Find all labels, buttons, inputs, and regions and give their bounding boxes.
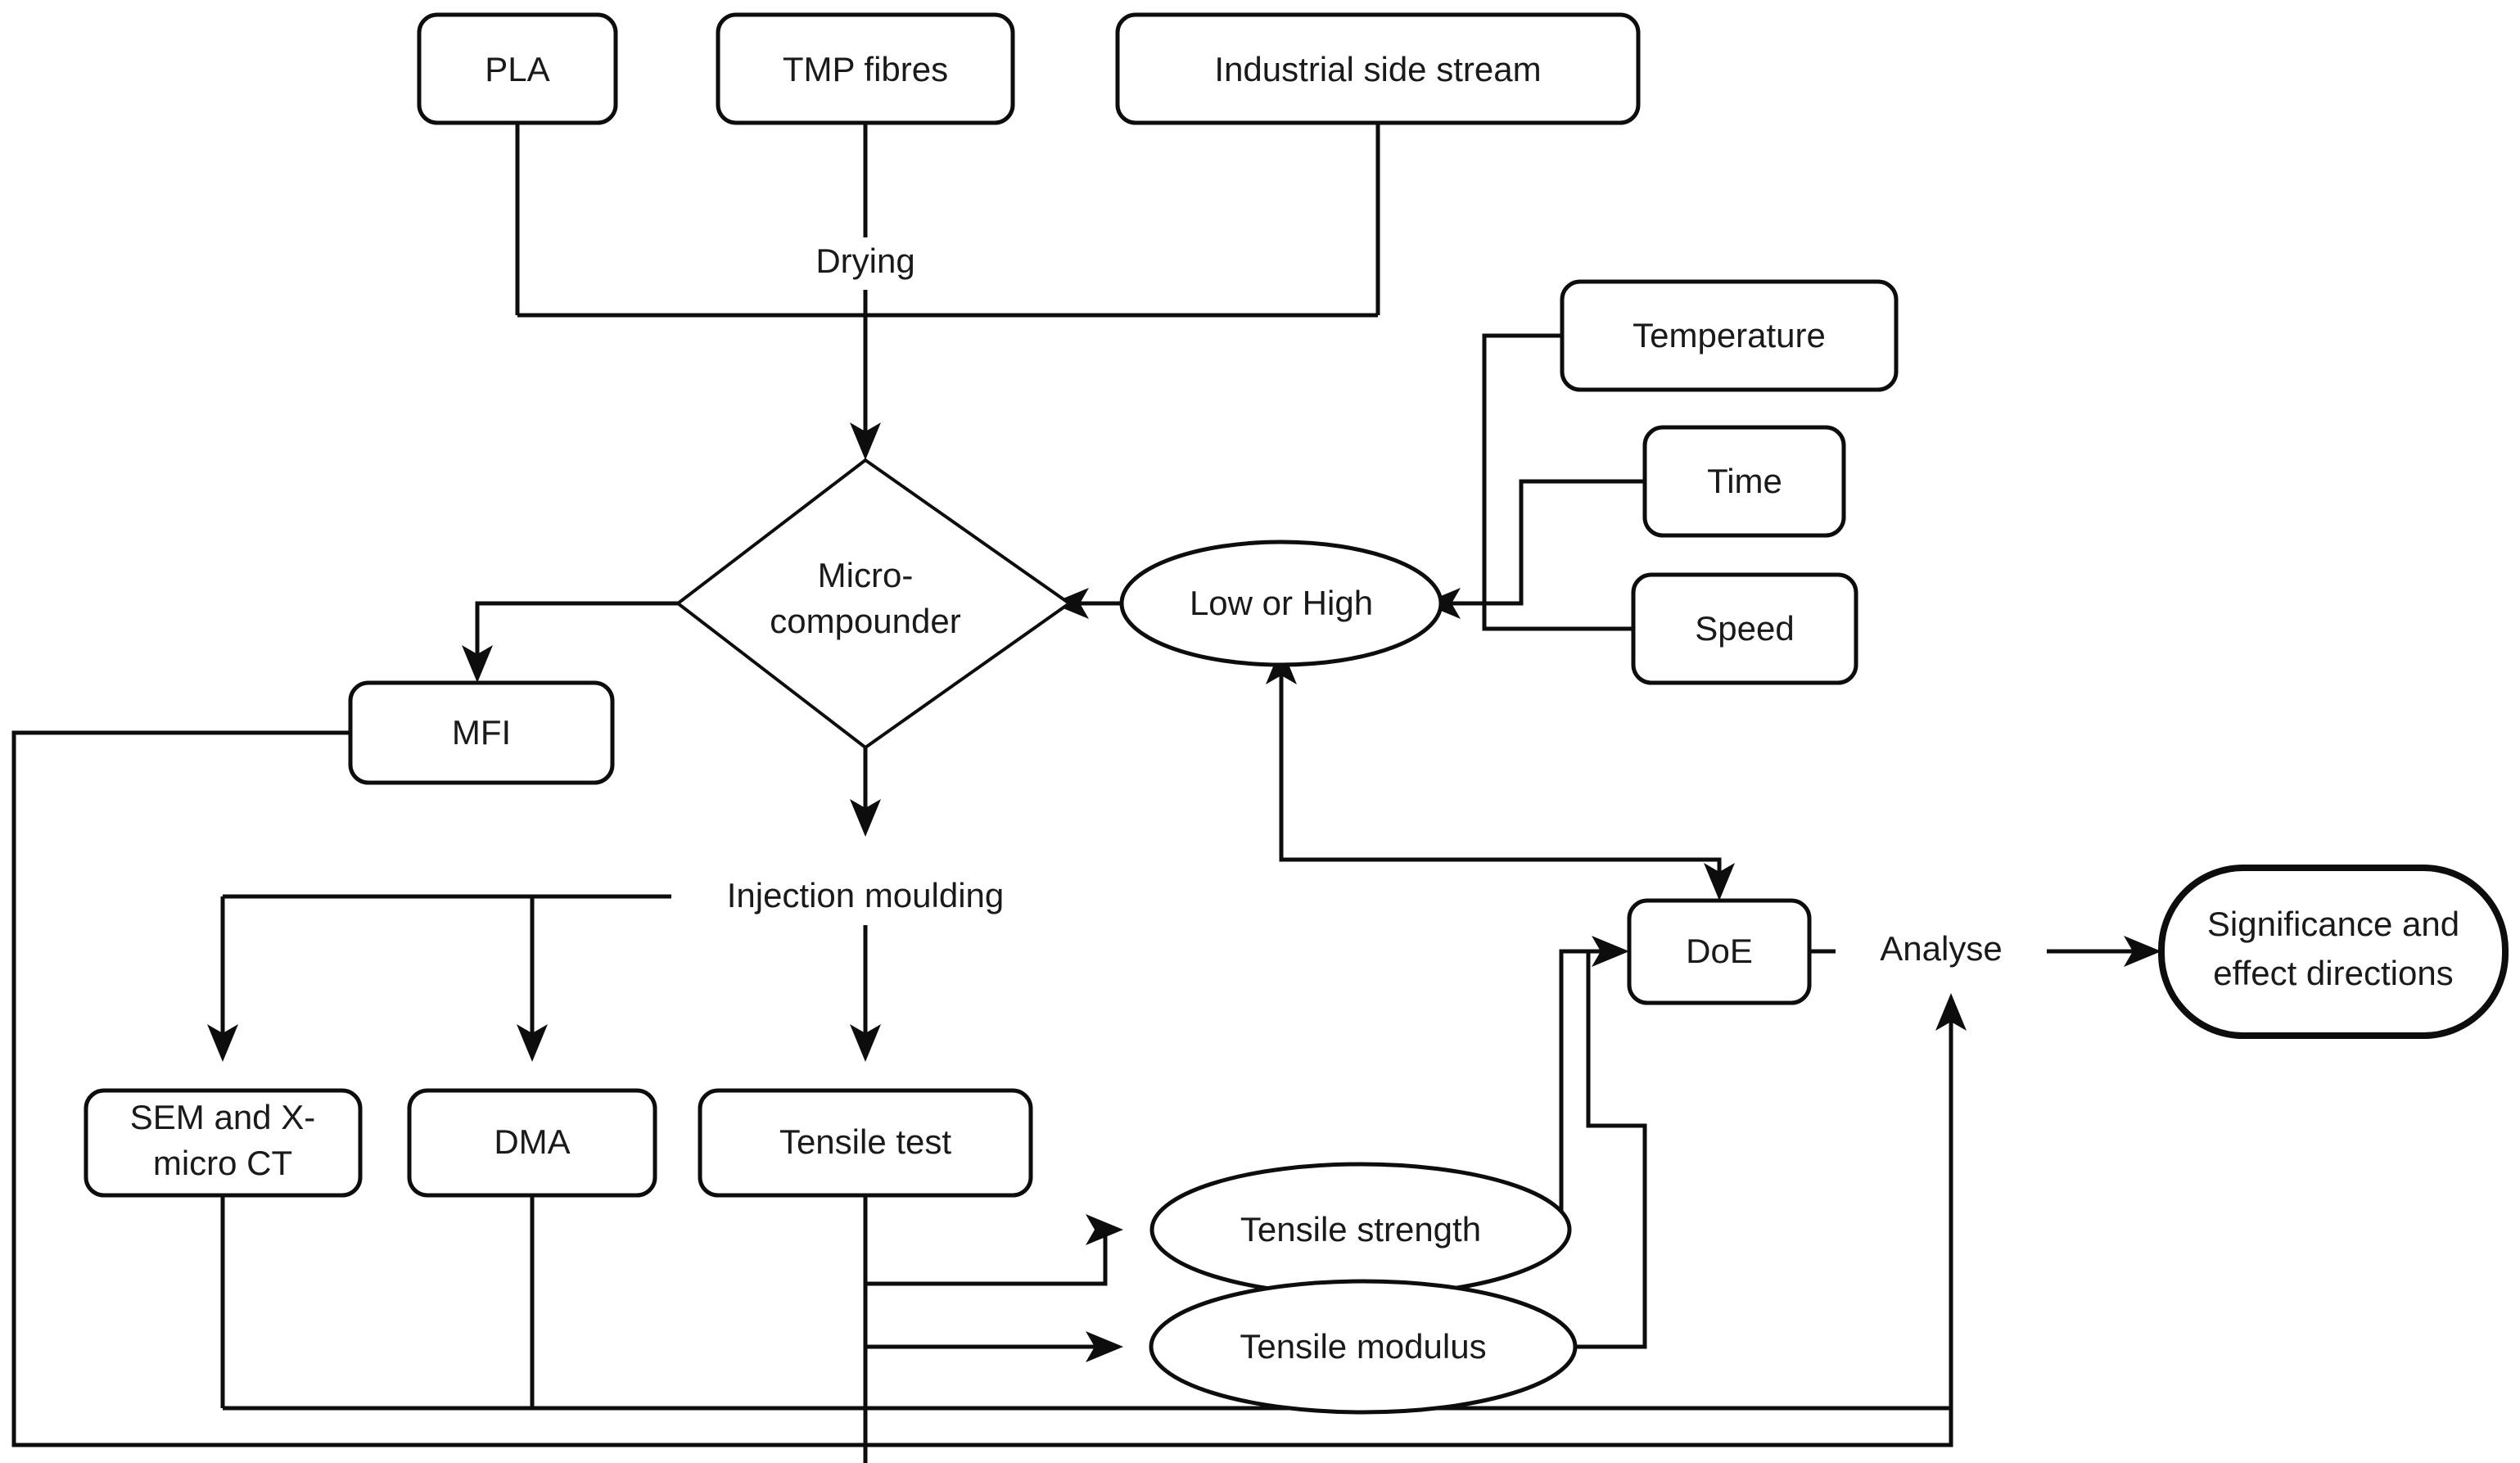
node-sem-xmicro-ct-shape[interactable] [84, 1088, 363, 1198]
node-tensile-modulus-shape[interactable] [1149, 1279, 1578, 1415]
arrowhead-tensile-to-strength [1086, 1214, 1123, 1245]
node-significance-label-line1: Significance and [2207, 905, 2459, 943]
arrowhead-drying-to-compounder [850, 422, 881, 460]
edge-tensile-split [865, 1230, 1108, 1286]
node-tensile-strength-label: Tensile strength [1240, 1210, 1481, 1249]
node-dma[interactable]: DMA [407, 1088, 657, 1198]
nodes-layer: PLA TMP fibres Industrial side stream Mi… [84, 12, 2509, 1415]
arrowhead-injection-to-sem [207, 1024, 238, 1062]
edge-speed-to-lowhigh [1441, 601, 1633, 631]
node-micro-compounder-label-line2: compounder [770, 602, 960, 640]
edge-modulus-to-doe [1544, 949, 1647, 1349]
node-speed-shape[interactable] [1631, 572, 1858, 685]
node-tensile-test[interactable]: Tensile test [698, 1088, 1033, 1198]
node-significance-label-line2: effect directions [2213, 954, 2453, 992]
node-tensile-strength[interactable]: Tensile strength [1149, 1162, 1572, 1298]
node-dma-label: DMA [494, 1122, 570, 1161]
edges-layer [11, 123, 2161, 1463]
node-temperature-label: Temperature [1633, 316, 1826, 354]
edge-tensile-to-modulus [863, 1195, 1105, 1349]
node-tensile-modulus-label: Tensile modulus [1240, 1327, 1486, 1366]
node-industrial-side-stream-shape[interactable] [1115, 12, 1641, 125]
node-time-shape[interactable] [1642, 425, 1846, 538]
node-pla[interactable]: PLA [417, 12, 618, 125]
edge-lowhigh-doe-link [1279, 665, 1722, 883]
node-micro-compounder-shape[interactable] [675, 458, 1073, 750]
arrowhead-analyse-to-significance [2124, 936, 2161, 967]
edge-strength-to-doe [1541, 949, 1611, 1232]
node-temperature[interactable]: Temperature [1560, 279, 1899, 392]
node-dma-shape[interactable] [407, 1088, 657, 1198]
node-temperature-shape[interactable] [1560, 279, 1899, 392]
arrowhead-injection-to-tensile [850, 1024, 881, 1062]
node-industrial-side-stream-label: Industrial side stream [1214, 50, 1541, 88]
node-mfi-shape[interactable] [348, 680, 615, 785]
node-sem-xmicro-ct-label-line2: micro CT [153, 1144, 292, 1182]
node-tensile-modulus[interactable]: Tensile modulus [1149, 1279, 1578, 1415]
label-mask-analyse [1839, 925, 2044, 978]
node-tensile-test-shape[interactable] [698, 1088, 1033, 1198]
node-micro-compounder-label-line1: Micro- [818, 556, 914, 594]
node-significance-effect-directions-shape[interactable] [2158, 865, 2509, 1039]
node-sem-xmicro-ct[interactable]: SEM and X- micro CT [84, 1088, 363, 1198]
node-mfi[interactable]: MFI [348, 680, 615, 785]
node-tmp-fibres-label: TMP fibres [783, 50, 948, 88]
edge-temperature-to-lowhigh [1441, 333, 1562, 606]
edge-mfi-feedback [11, 730, 1953, 1447]
node-low-or-high-label: Low or High [1190, 584, 1373, 622]
node-speed[interactable]: Speed [1631, 572, 1858, 685]
node-micro-compounder[interactable]: Micro- compounder [675, 458, 1073, 750]
arrowhead-tensile-to-modulus [1086, 1331, 1123, 1362]
node-doe-label: DoE [1686, 932, 1753, 970]
node-time-label: Time [1707, 462, 1782, 500]
node-industrial-side-stream[interactable]: Industrial side stream [1115, 12, 1641, 125]
label-mask-injection-moulding [688, 872, 1048, 924]
node-pla-label: PLA [485, 50, 549, 88]
node-significance-effect-directions[interactable]: Significance and effect directions [2158, 865, 2509, 1039]
arrowhead-feedback-to-analyse [1935, 993, 1967, 1031]
edge-time-to-lowhigh [1441, 479, 1645, 606]
arrowhead-link-to-doe [1704, 863, 1735, 901]
node-tensile-test-label: Tensile test [779, 1122, 951, 1161]
node-pla-shape[interactable] [417, 12, 618, 125]
node-sem-xmicro-ct-label-line1: SEM and X- [130, 1098, 315, 1136]
node-time[interactable]: Time [1642, 425, 1846, 538]
node-tmp-fibres[interactable]: TMP fibres [716, 12, 1015, 125]
node-mfi-label: MFI [452, 713, 511, 752]
edge-compounder-to-mfi [475, 601, 678, 665]
node-low-or-high[interactable]: Low or High [1119, 540, 1443, 667]
node-low-or-high-shape[interactable] [1119, 540, 1443, 667]
label-mask-drying [790, 237, 946, 290]
node-speed-label: Speed [1695, 609, 1794, 648]
node-doe-shape[interactable] [1627, 898, 1812, 1005]
arrowhead-results-to-doe [1592, 936, 1629, 967]
arrowhead-compounder-to-mfi [462, 645, 493, 683]
node-doe[interactable]: DoE [1627, 898, 1812, 1005]
arrowhead-compounder-to-injection [850, 799, 881, 837]
arrowhead-injection-to-dma [517, 1024, 548, 1062]
node-tmp-fibres-shape[interactable] [716, 12, 1015, 125]
